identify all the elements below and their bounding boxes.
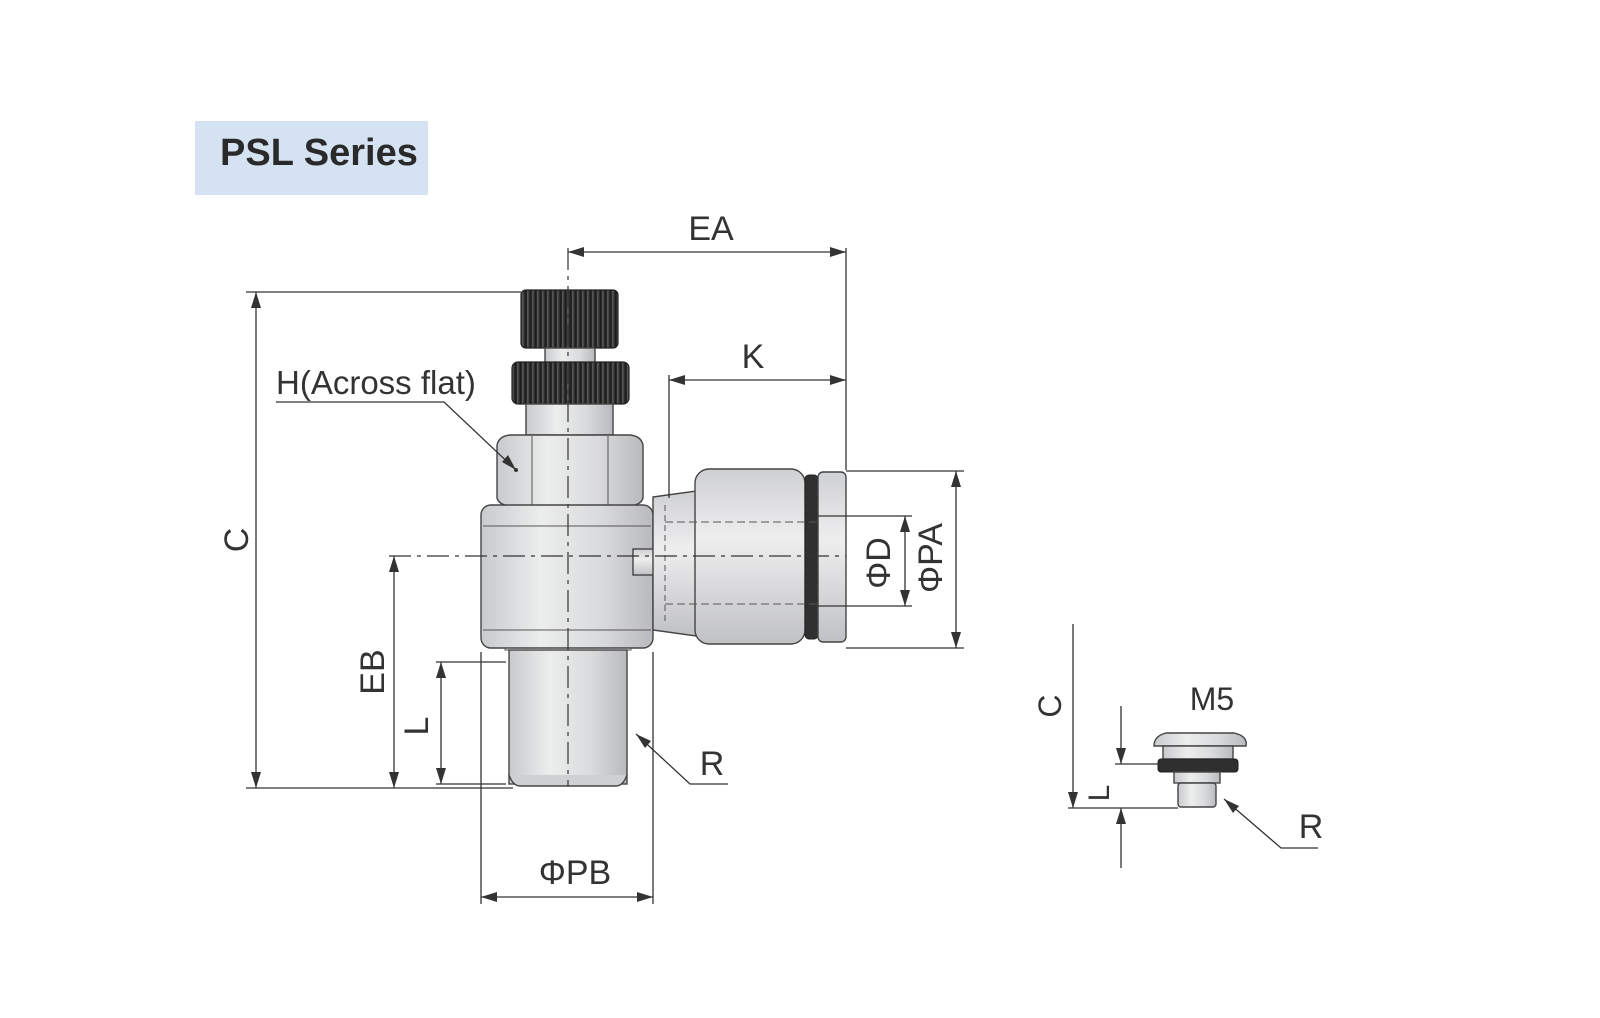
m5-thread [1177,782,1217,808]
title-box [195,121,428,195]
dimension-eb [389,556,399,788]
label-l: L [398,717,436,736]
m5-seal [1157,758,1239,773]
label-h-across-flat: H(Across flat) [276,364,476,401]
label-small-m5: M5 [1190,681,1234,717]
release-ring [804,474,819,640]
hex-nut [496,434,644,507]
label-ea: EA [688,210,734,248]
dimension-c [246,291,521,789]
side-tube-shoulder [652,490,697,637]
collar [525,403,614,436]
label-small-l: L [1083,785,1116,802]
small-leader-r [1223,798,1318,849]
small-dimension-l [1115,706,1158,868]
label-phi-pa: ΦPA [912,523,950,593]
fitting-m5-small [1153,732,1247,808]
label-small-c: C [1032,694,1068,717]
label-eb: EB [354,649,392,694]
knurled-knob-top [520,289,619,349]
fitting-main-body [480,289,847,787]
dimension-ea [568,247,847,470]
diagram-title: PSL Series [220,132,418,174]
dimension-l [436,661,506,785]
dimension-k [668,375,846,498]
small-dimension-c [1068,624,1178,809]
release-collet [817,471,847,643]
label-r: R [700,745,725,783]
label-small-r: R [1299,808,1324,846]
dimension-pa [846,470,964,649]
label-phi-pb: ΦPB [539,854,611,892]
dimension-pb [480,652,654,904]
lock-nut [511,361,630,405]
leader-r [635,733,728,785]
dimension-d [818,515,912,607]
label-c: C [218,528,256,553]
label-k: K [742,338,765,376]
m5-cap [1153,732,1247,747]
label-phi-d: ΦD [860,537,898,589]
leader-h [276,401,517,471]
